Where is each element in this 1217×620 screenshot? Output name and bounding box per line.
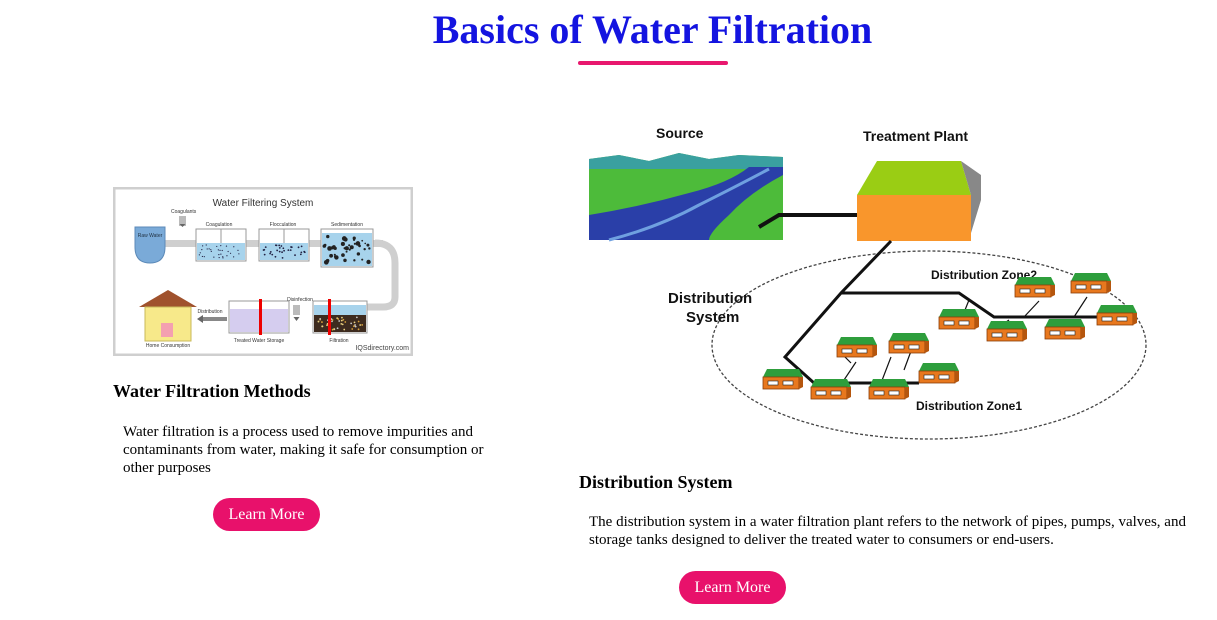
svg-text:Treatment Plant: Treatment Plant (863, 128, 968, 144)
diagram-title: Water Filtering System (213, 198, 314, 209)
svg-text:Treated Water Storage: Treated Water Storage (234, 338, 285, 344)
svg-text:Source: Source (656, 125, 704, 141)
learn-more-button[interactable]: Learn More (213, 498, 320, 531)
water-filtering-system-diagram: Water Filtering System Coagulants Raw Wa… (113, 187, 413, 356)
svg-text:System: System (686, 309, 739, 326)
house-icon (1014, 277, 1055, 298)
house-icon (888, 333, 929, 354)
distribution-system-diagram: Source Treatment Plant Distribution Syst… (589, 125, 1147, 440)
house-icon (1070, 273, 1111, 294)
svg-text:Distribution Zone1: Distribution Zone1 (916, 399, 1022, 413)
house-icon (836, 337, 877, 358)
arrow-down-icon (293, 317, 300, 321)
house-icon (918, 363, 959, 384)
svg-text:Distribution: Distribution (668, 290, 752, 307)
house-icon (1096, 305, 1137, 326)
svg-text:IQSdirectory.com: IQSdirectory.com (355, 345, 409, 352)
card-heading: Distribution System (579, 472, 733, 492)
card-heading: Water Filtration Methods (113, 381, 311, 401)
house-icon (810, 379, 851, 400)
page-title: Basics of Water Filtration (432, 7, 873, 52)
svg-text:Sedimentation: Sedimentation (331, 222, 363, 228)
svg-text:Raw Water: Raw Water (138, 233, 163, 239)
svg-text:Filtration: Filtration (329, 338, 348, 344)
arrow-left-icon (197, 315, 203, 323)
svg-text:Home Consumption: Home Consumption (146, 343, 190, 349)
house-icon (762, 369, 803, 390)
title-underline (578, 61, 728, 65)
svg-text:Distribution Zone2: Distribution Zone2 (931, 268, 1037, 282)
filtration-methods-card: Water Filtering System Coagulants Raw Wa… (113, 187, 553, 531)
house-icon (868, 379, 909, 400)
card-description: The distribution system in a water filtr… (589, 514, 1186, 548)
svg-text:Coagulants: Coagulants (171, 209, 197, 215)
svg-text:Coagulation: Coagulation (206, 222, 233, 228)
card-description: Water filtration is a process used to re… (123, 424, 484, 476)
distribution-system-card: Source Treatment Plant Distribution Syst… (579, 115, 1199, 604)
house-icon (1044, 319, 1085, 340)
svg-text:Distribution: Distribution (197, 309, 222, 315)
house-icon (938, 309, 979, 330)
svg-text:Disinfection: Disinfection (287, 297, 313, 303)
arrow-down-icon (179, 224, 186, 227)
house-icon (986, 321, 1027, 342)
learn-more-button[interactable]: Learn More (679, 571, 786, 604)
svg-text:Flocculation: Flocculation (270, 222, 297, 228)
